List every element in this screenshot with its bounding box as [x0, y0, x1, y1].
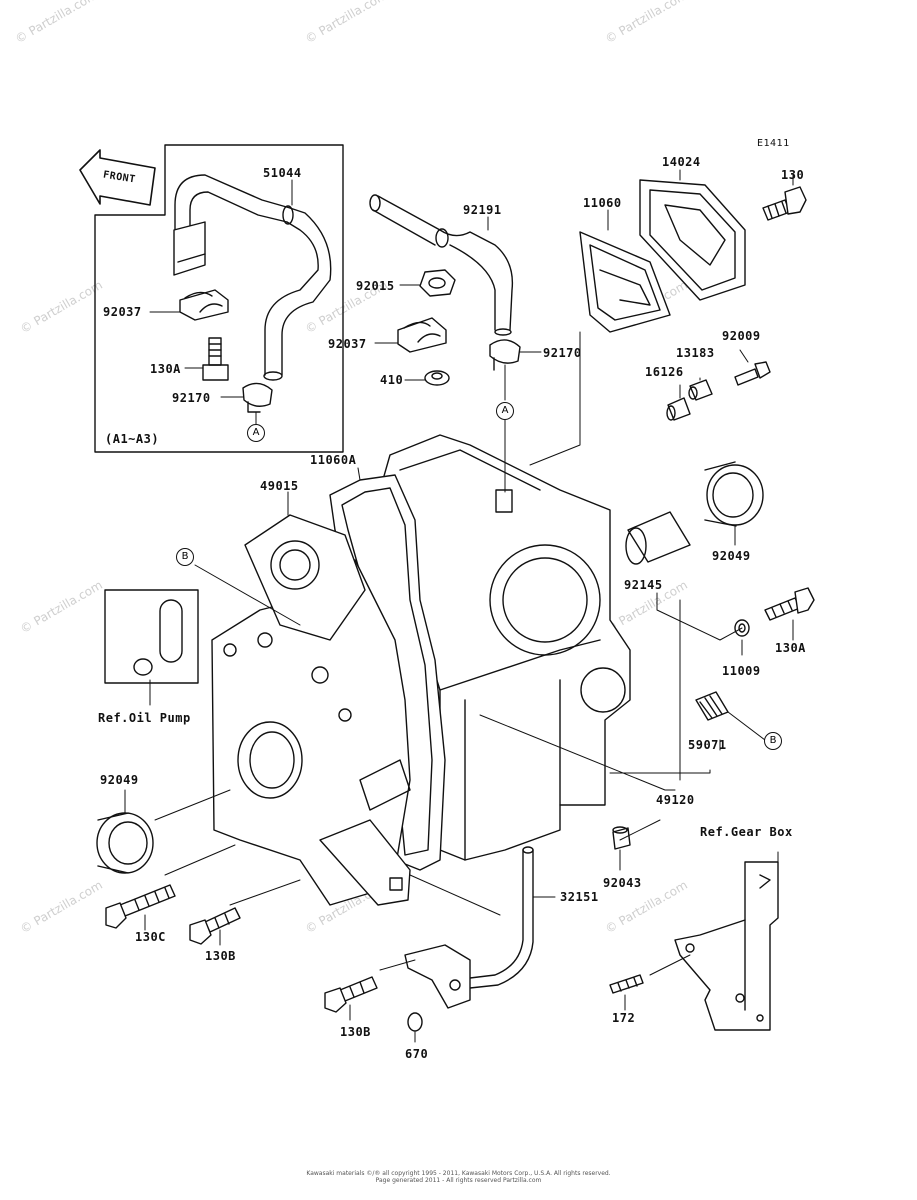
part-label-172: 172	[612, 1011, 636, 1025]
pin-92043	[613, 827, 630, 849]
clamp-92170	[490, 340, 520, 370]
pipe-32151	[405, 847, 533, 1008]
footer-line-1: Kawasaki materials ©/® all copyright 199…	[306, 1170, 611, 1177]
part-label-130: 130	[781, 168, 805, 182]
stud-172	[610, 975, 643, 993]
screw-92009	[735, 362, 770, 385]
part-label-92043: 92043	[603, 876, 642, 890]
inset-bolt-130A	[203, 338, 228, 380]
part-label-130A: 130A	[775, 641, 806, 655]
part-label-11009: 11009	[722, 664, 761, 678]
callout-a-center: A	[496, 402, 514, 420]
part-label-51044: 51044	[263, 166, 302, 180]
part-label-92037: 92037	[328, 337, 367, 351]
part-label-92037-inset: 92037	[103, 305, 142, 319]
part-label-410: 410	[380, 373, 404, 387]
part-label-32151: 32151	[560, 890, 599, 904]
part-label-11060: 11060	[583, 196, 622, 210]
inset-range-label: (A1~A3)	[105, 432, 160, 446]
bolt-130B-left	[190, 908, 240, 944]
hose-92191	[370, 195, 512, 335]
pin-16126	[667, 398, 690, 420]
part-label-92170: 92170	[543, 346, 582, 360]
part-label-16126: 16126	[645, 365, 684, 379]
pin-13183	[689, 380, 712, 400]
part-label-130B-left: 130B	[205, 949, 236, 963]
part-label-49015: 49015	[260, 479, 299, 493]
bolt-130	[763, 187, 806, 220]
washer-11009	[735, 620, 749, 636]
part-label-92145: 92145	[624, 578, 663, 592]
part-label-92049-right: 92049	[712, 549, 751, 563]
part-label-92015: 92015	[356, 279, 395, 293]
part-label-92170-inset: 92170	[172, 391, 211, 405]
part-label-92049-left: 92049	[100, 773, 139, 787]
callout-b-right: B	[764, 732, 782, 750]
front-arrow-icon	[80, 150, 155, 205]
part-label-670: 670	[405, 1047, 429, 1061]
plug-59071	[696, 692, 728, 720]
washer-410	[425, 371, 449, 385]
inset-hose-51044	[174, 175, 331, 380]
part-label-14024: 14024	[662, 155, 701, 169]
oil-seal-92049-right	[705, 462, 763, 526]
oil-seal-92049-left	[97, 813, 153, 873]
nut-92015	[420, 270, 455, 296]
part-label-92009: 92009	[722, 329, 761, 343]
inset-clamp-92170	[243, 383, 272, 412]
callout-b-left: B	[176, 548, 194, 566]
bracket-gear-box	[675, 862, 778, 1030]
clip-92037	[398, 318, 446, 352]
ref-gear-box-label: Ref.Gear Box	[700, 825, 793, 839]
bolt-130C	[106, 885, 175, 928]
inset-clip-92037	[180, 290, 228, 320]
ref-oil-pump-label: Ref.Oil Pump	[98, 711, 191, 725]
part-label-130A-inset: 130A	[150, 362, 181, 376]
leader-lines	[125, 170, 793, 1042]
oil-pump-reference-frame	[105, 590, 198, 683]
callout-a-inset: A	[247, 424, 265, 442]
diagram-code: E1411	[757, 138, 790, 149]
part-label-11060A: 11060A	[310, 453, 357, 467]
bolt-130A-right	[765, 588, 814, 620]
part-label-130C: 130C	[135, 930, 166, 944]
cover-14024	[640, 180, 745, 300]
housing-49015	[212, 515, 410, 905]
part-label-130B-bottom: 130B	[340, 1025, 371, 1039]
o-ring-670	[408, 1013, 422, 1031]
gasket-11060	[580, 232, 670, 332]
bushing-92145	[626, 512, 690, 564]
part-label-49120: 49120	[656, 793, 695, 807]
part-label-59071: 59071	[688, 738, 727, 752]
inset-frame	[95, 145, 343, 452]
part-label-13183: 13183	[676, 346, 715, 360]
part-label-92191: 92191	[463, 203, 502, 217]
footer-line-2: Page generated 2011 - All rights reserve…	[375, 1177, 542, 1184]
bolt-130B-bottom	[325, 977, 377, 1012]
